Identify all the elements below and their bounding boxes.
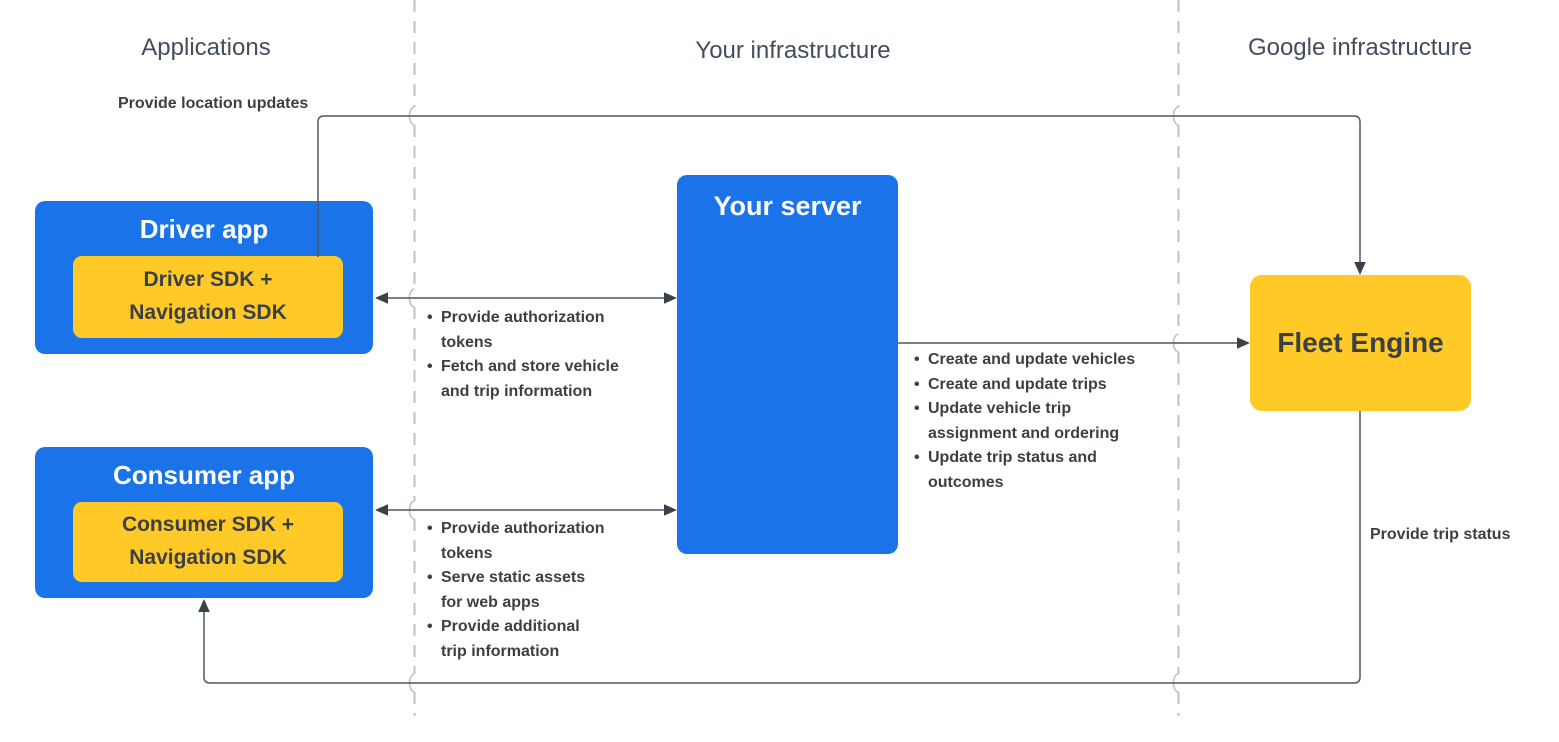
- bullet-item: Provide additional trip information: [427, 615, 667, 664]
- bullet-item: Create and update trips: [914, 373, 1184, 398]
- your-server-node: Your server: [677, 175, 898, 554]
- driver-sdk-node: Driver SDK + Navigation SDK: [73, 256, 343, 338]
- consumer-server-edge-bullets: Provide authorization tokens Serve stati…: [427, 517, 667, 664]
- column-header-your-infrastructure: Your infrastructure: [695, 37, 891, 64]
- arrowhead-left-driver: [375, 292, 388, 304]
- your-server-title: Your server: [713, 191, 862, 221]
- bullet-item: Fetch and store vehicle and trip informa…: [427, 355, 667, 404]
- bullet-item: Create and update vehicles: [914, 348, 1184, 373]
- consumer-app-title: Consumer app: [112, 460, 296, 490]
- edge-label-provide-trip-status: Provide trip status: [1370, 526, 1511, 543]
- arrowhead-down-fleet-top: [1354, 262, 1366, 275]
- arrowhead-left-consumer: [375, 504, 388, 516]
- arrowhead-up-consumer-bottom: [198, 599, 210, 612]
- bullet-item: Serve static assets for web apps: [427, 566, 667, 615]
- consumer-sdk-node: Consumer SDK + Navigation SDK: [73, 502, 343, 582]
- server-fleet-edge-bullets: Create and update vehicles Create and up…: [914, 348, 1184, 495]
- edge-label-provide-location-updates: Provide location updates: [118, 95, 309, 112]
- driver-app-title: Driver app: [139, 214, 269, 244]
- fleet-engine-node: Fleet Engine: [1250, 275, 1471, 411]
- fleet-engine-title: Fleet Engine: [1277, 327, 1444, 358]
- bullet-item: Provide authorization tokens: [427, 517, 667, 566]
- bullet-item: Update trip status and outcomes: [914, 446, 1184, 495]
- consumer-app-node: Consumer app Consumer SDK + Navigation S…: [35, 447, 373, 598]
- bullet-item: Provide authorization tokens: [427, 306, 667, 355]
- column-header-applications: Applications: [141, 34, 271, 61]
- arrowhead-right-fleet-left: [1237, 337, 1250, 349]
- bullet-item: Update vehicle trip assignment and order…: [914, 397, 1184, 446]
- driver-server-edge-bullets: Provide authorization tokens Fetch and s…: [427, 306, 667, 404]
- driver-app-node: Driver app Driver SDK + Navigation SDK: [35, 201, 373, 354]
- arrowhead-right-server-top: [664, 292, 677, 304]
- column-header-google-infrastructure: Google infrastructure: [1247, 34, 1473, 61]
- arrowhead-right-server-bottom: [664, 504, 677, 516]
